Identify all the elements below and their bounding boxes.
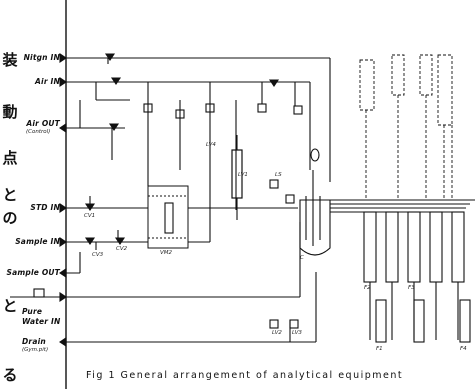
label-air-out: Air OUT [26, 119, 60, 128]
margin-char-5: の [2, 209, 18, 227]
margin-char-4: と [2, 186, 18, 204]
label-pure-water-2: Water IN [22, 317, 61, 326]
valve-symbols [84, 53, 280, 245]
label-sample-out: Sample OUT [6, 268, 60, 277]
label-f1: F1 [376, 346, 383, 352]
label-cv1: CV1 [84, 213, 96, 219]
sample-chamber-c [299, 199, 331, 256]
label-std-in: STD IN [30, 203, 60, 212]
label-sample-in: Sample IN [15, 237, 60, 246]
reagent-area [359, 54, 453, 200]
margin-char-3: 点 [2, 149, 18, 167]
label-pure-water-1: Pure [22, 307, 43, 316]
label-lv4: LV4 [206, 142, 216, 148]
label-nitrogen-in: Nitgn IN [23, 53, 60, 62]
label-air-in: Air IN [35, 77, 60, 86]
arrows [59, 52, 67, 348]
margin-char-1: 装 [2, 51, 18, 69]
label-lv2: LV2 [272, 330, 282, 336]
label-lv1: LV1 [238, 172, 248, 178]
label-ls: LS [275, 172, 282, 178]
valve-manifold-vm2 [147, 185, 189, 249]
column-f4 [451, 211, 465, 283]
margin-char-2: 動 [2, 103, 18, 121]
margin-char-7: る [2, 366, 18, 384]
label-c: C [300, 255, 304, 261]
label-cv3: CV3 [92, 252, 104, 258]
column [164, 202, 174, 234]
label-vm2: VM2 [160, 250, 173, 256]
label-cv2: CV2 [116, 246, 128, 252]
figure-caption: Fig 1 General arrangement of analytical … [86, 370, 404, 381]
label-lv3: LV3 [292, 330, 302, 336]
column-f2 [363, 211, 377, 283]
label-drain-2: (Gym.pit) [22, 347, 49, 353]
label-air-out-sub: (Control) [26, 129, 51, 135]
label-drain-1: Drain [22, 337, 46, 346]
margin-char-6: と [2, 297, 18, 315]
label-f4: F4 [460, 346, 467, 352]
label-f3: F3 [408, 285, 415, 291]
label-f2: F2 [364, 285, 371, 291]
column-f3 [407, 211, 421, 283]
